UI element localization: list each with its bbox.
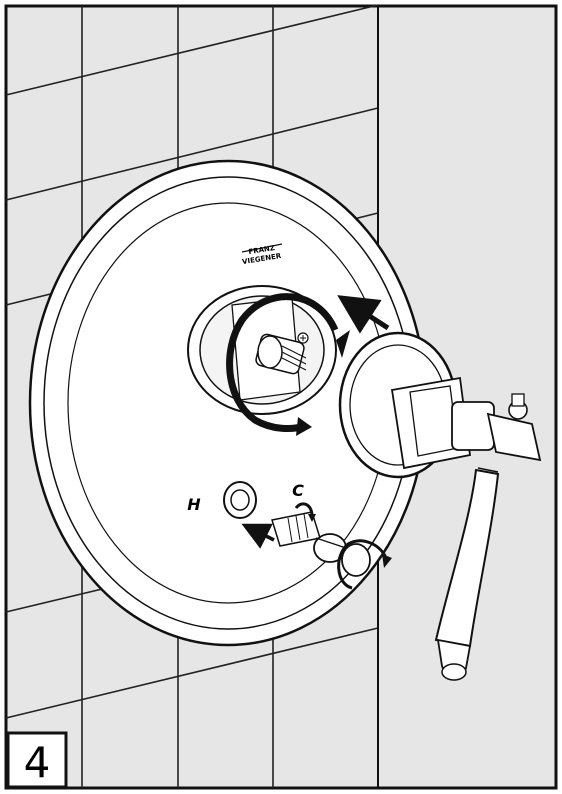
step-number-box: 4: [6, 731, 68, 789]
cold-label: C: [292, 481, 304, 500]
step-number: 4: [24, 738, 51, 787]
svg-text:C: C: [292, 481, 304, 500]
lever-handle: [338, 331, 542, 681]
rotate-arrow-icon: [226, 293, 350, 436]
svg-text:H: H: [187, 495, 201, 514]
diverter-socket: [223, 481, 257, 519]
pull-arrow-icon: [241, 523, 275, 549]
diverter-knob: [271, 511, 371, 577]
rotate-arrow-icon: [294, 502, 392, 590]
push-arrow-icon: [337, 295, 390, 334]
hot-label: H: [187, 495, 201, 514]
